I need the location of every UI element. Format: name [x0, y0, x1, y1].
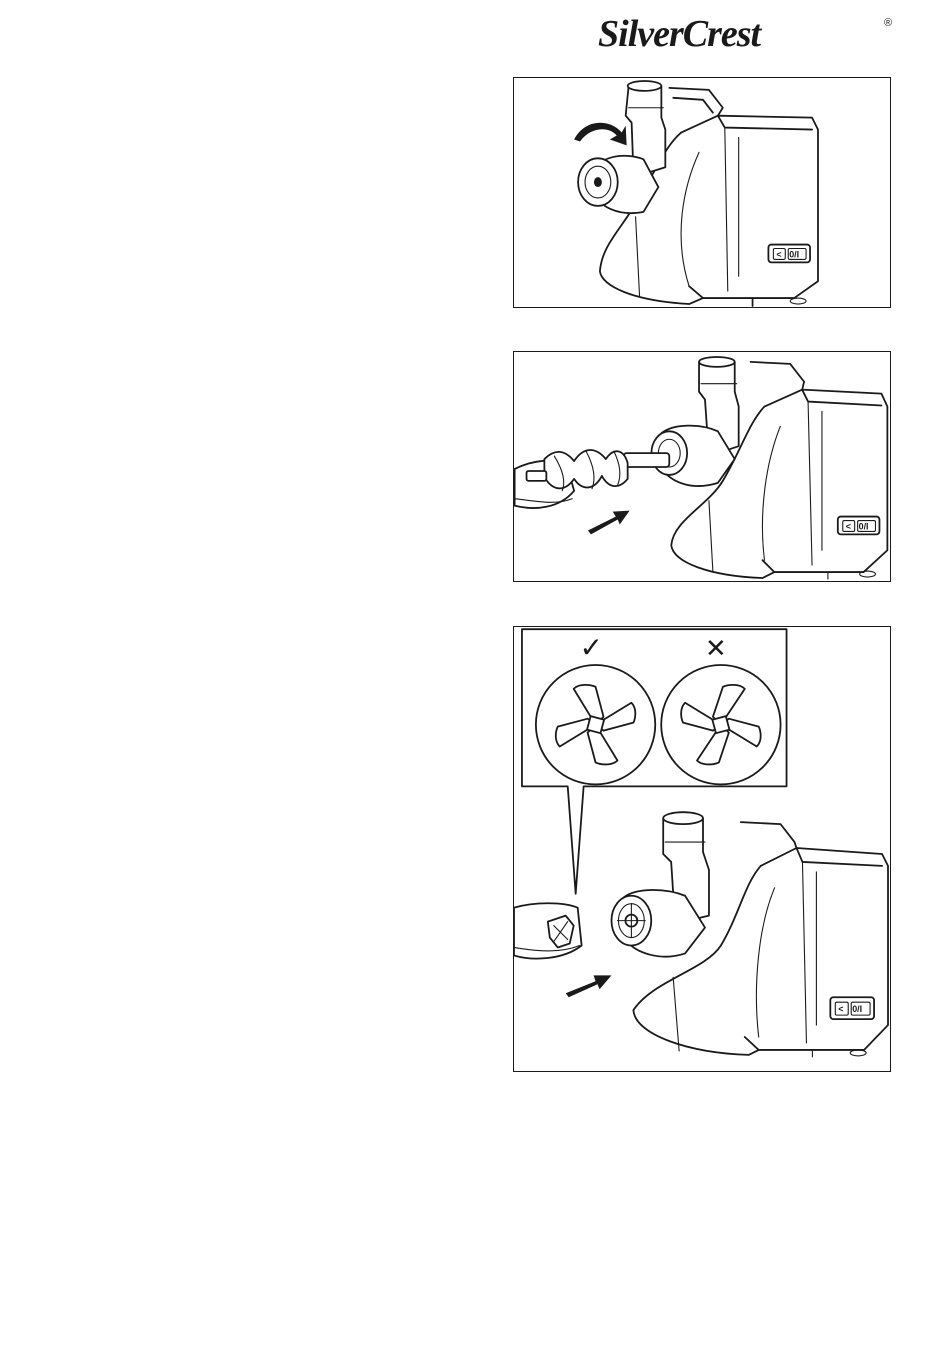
figure-detach-feed-tube: < 0/I — [513, 77, 891, 308]
insert-arrow-icon — [588, 511, 630, 535]
power-switch: 0/I — [789, 249, 799, 259]
power-switch: 0/I — [859, 521, 869, 531]
reverse-button: < — [776, 249, 781, 259]
brand-logo-text: SilverCrest — [598, 13, 763, 55]
brand-logo: SilverCrest ® — [598, 6, 898, 58]
insert-arrow-icon — [566, 975, 612, 997]
rotate-arrow-icon — [574, 123, 627, 146]
worm-shaft-illustration — [515, 450, 670, 508]
figure-insert-cutting-blade: ✓ ✕ — [513, 626, 891, 1072]
incorrect-blade-orientation: ✕ — [661, 634, 780, 784]
reverse-button: < — [846, 521, 851, 531]
cutting-blade-in-hand — [514, 903, 582, 958]
blade-orientation-callout: ✓ ✕ — [522, 629, 787, 894]
registered-mark: ® — [884, 17, 892, 29]
power-switch: 0/I — [852, 1004, 862, 1014]
correct-blade-orientation: ✓ — [536, 631, 655, 784]
cross-icon: ✕ — [705, 634, 727, 664]
check-icon: ✓ — [580, 631, 603, 664]
meat-grinder-illustration: < 0/I — [651, 357, 887, 579]
meat-grinder-illustration: < 0/I — [578, 81, 818, 306]
meat-grinder-illustration: < 0/I — [611, 812, 888, 1057]
figure-insert-worm-shaft: < 0/I — [513, 351, 891, 582]
reverse-button: < — [838, 1004, 843, 1014]
